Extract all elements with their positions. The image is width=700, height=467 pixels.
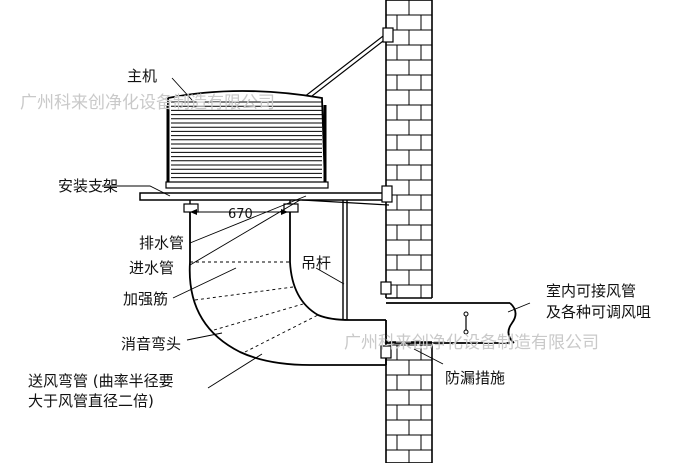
label-hanger-rod: 吊杆 bbox=[301, 254, 331, 272]
label-indoor-duct-line2: 及各种可调风咀 bbox=[546, 303, 651, 321]
label-supply-elbow-line1: 送风弯管 (曲率半径要 bbox=[28, 372, 174, 390]
supply-elbow-duct bbox=[188, 212, 386, 366]
leader-lines bbox=[102, 77, 531, 389]
label-indoor-duct-line1: 室内可接风管 bbox=[546, 282, 636, 300]
brick-wall bbox=[384, 0, 436, 464]
label-stiffener: 加强筋 bbox=[123, 290, 168, 308]
dimension-label: 670 bbox=[228, 207, 253, 222]
label-silencer-elbow: 消音弯头 bbox=[121, 335, 181, 353]
mounting-bracket-structure bbox=[139, 185, 393, 213]
label-main-unit: 主机 bbox=[127, 67, 157, 85]
watermark-bottom: 广州科来创净化设备制造有限公司 bbox=[344, 333, 599, 353]
label-drain-pipe: 排水管 bbox=[139, 234, 184, 252]
main-unit bbox=[165, 90, 329, 189]
hanger-rod bbox=[342, 200, 348, 320]
label-supply-elbow-line2: 大于风管直径二倍) bbox=[28, 392, 154, 410]
indoor-duct bbox=[380, 281, 517, 365]
stiffener-lines bbox=[190, 261, 319, 353]
label-leak-proof: 防漏措施 bbox=[445, 369, 505, 387]
label-inlet-pipe: 进水管 bbox=[129, 259, 174, 277]
label-mounting-bracket: 安装支架 bbox=[58, 177, 118, 195]
watermark-top: 广州科来创净化设备制造有限公司 bbox=[20, 93, 275, 113]
